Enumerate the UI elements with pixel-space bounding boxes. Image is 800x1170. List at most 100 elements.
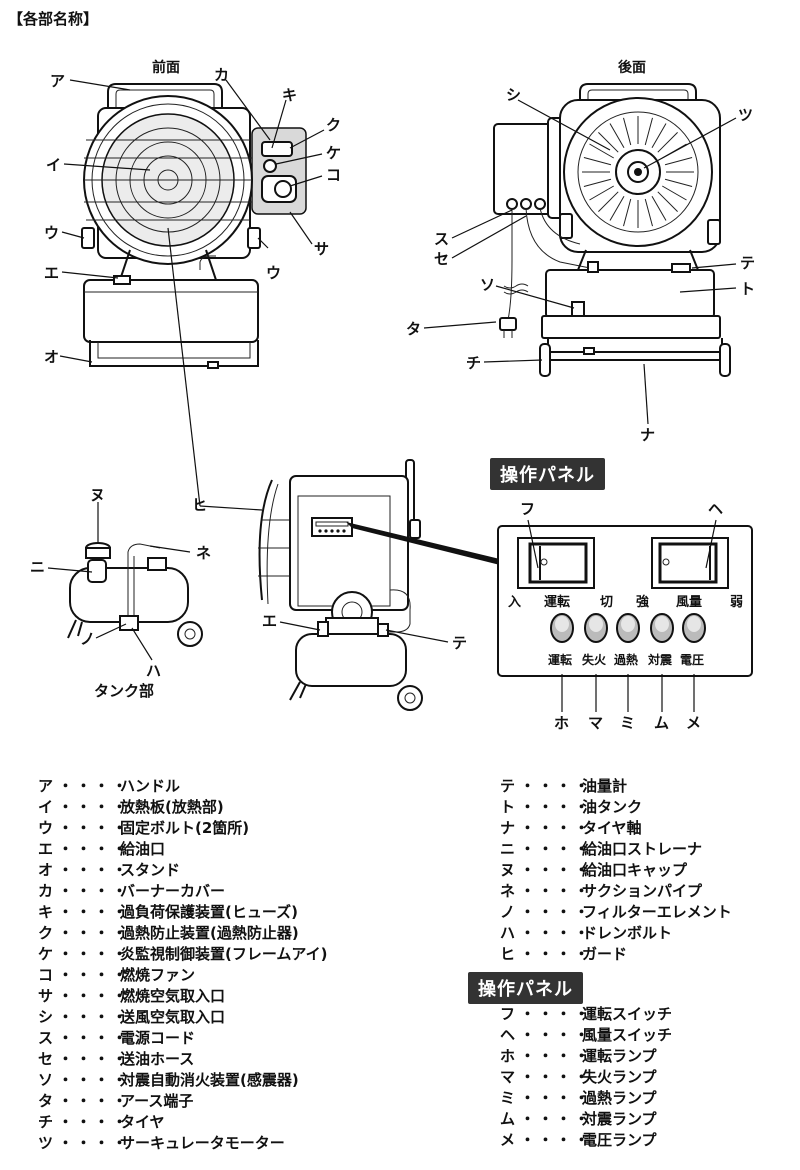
legend-name: 風量スイッチ bbox=[582, 1026, 673, 1044]
callout-i: イ bbox=[46, 156, 61, 174]
legend-item: ク・・・・過熱防止装置(過熱防止器) bbox=[38, 923, 328, 944]
legend-left: ア・・・・ハンドルイ・・・・放熱板(放熱部)ウ・・・・固定ボルト(2箇所)エ・・… bbox=[38, 776, 328, 1154]
legend-key: ト bbox=[500, 798, 516, 816]
legend-name: 対震ランプ bbox=[582, 1110, 657, 1128]
legend-dots: ・・・・ bbox=[520, 1068, 593, 1086]
callout-no: ノ bbox=[80, 630, 95, 648]
legend-dots: ・・・・ bbox=[58, 882, 131, 900]
legend-item: メ・・・・電圧ランプ bbox=[500, 1130, 672, 1151]
legend-name: スタンド bbox=[120, 861, 181, 879]
legend-item: ウ・・・・固定ボルト(2箇所) bbox=[38, 818, 328, 839]
legend-dots: ・・・・ bbox=[58, 861, 131, 879]
legend-dots: ・・・・ bbox=[58, 798, 131, 816]
legend-name: バーナーカバー bbox=[120, 882, 226, 900]
callout-ha: ハ bbox=[146, 662, 161, 680]
panel-labels: 入 運転 切 強 風量 弱 運転 失火 過熱 対震 電圧 bbox=[508, 594, 743, 667]
legend-key: タ bbox=[38, 1092, 54, 1110]
callout-fu: フ bbox=[520, 500, 535, 518]
panel-label-airflow: 風量 bbox=[676, 595, 702, 610]
callout-labels: ア イ ウ ウ エ オ カ キ ク ケ コ サ シ ツ ス セ ソ タ チ テ … bbox=[30, 66, 755, 732]
indicator-lamp-highlight bbox=[687, 616, 701, 632]
legend-dots: ・・・・ bbox=[58, 840, 131, 858]
legend-name: サーキュレータモーター bbox=[120, 1134, 285, 1152]
legend-key: コ bbox=[38, 966, 54, 984]
legend-panel: フ・・・・運転スイッチヘ・・・・風量スイッチホ・・・・運転ランプマ・・・・失火ラ… bbox=[500, 1004, 672, 1151]
parts-diagram: 前面 後面 タンク部 ア イ ウ ウ エ オ カ キ ク ケ コ サ シ ツ ス… bbox=[30, 59, 755, 732]
legend-item: ス・・・・電源コード bbox=[38, 1028, 328, 1049]
callout-shi: シ bbox=[506, 86, 521, 104]
legend-item: ミ・・・・過熱ランプ bbox=[500, 1088, 672, 1109]
page-title: 【各部名称】 bbox=[8, 10, 99, 28]
callout-mu: ム bbox=[654, 714, 669, 732]
callout-ko: コ bbox=[326, 166, 341, 184]
callout-so: ソ bbox=[480, 276, 495, 294]
legend-key: ツ bbox=[38, 1134, 54, 1152]
legend-key: ハ bbox=[500, 924, 516, 942]
callout-ki: キ bbox=[282, 86, 297, 104]
legend-dots: ・・・・ bbox=[58, 1113, 131, 1131]
legend-key: ニ bbox=[500, 840, 516, 858]
legend-dots: ・・・・ bbox=[58, 924, 131, 942]
callout-a: ア bbox=[50, 72, 65, 90]
legend-key: ス bbox=[38, 1029, 54, 1047]
legend-item: マ・・・・失火ランプ bbox=[500, 1067, 672, 1088]
legend-item: ナ・・・・タイヤ軸 bbox=[500, 818, 732, 839]
legend-item: ヘ・・・・風量スイッチ bbox=[500, 1025, 672, 1046]
legend-key: ネ bbox=[500, 882, 516, 900]
legend-key: キ bbox=[38, 903, 54, 921]
legend-name: 運転スイッチ bbox=[582, 1005, 673, 1023]
legend-key: メ bbox=[500, 1131, 516, 1149]
callout-o: オ bbox=[44, 348, 59, 366]
legend-item: ニ・・・・給油口ストレーナ bbox=[500, 839, 732, 860]
legend-item: カ・・・・バーナーカバー bbox=[38, 881, 328, 902]
legend-name: ガード bbox=[582, 945, 628, 963]
indicator-lamp-highlight bbox=[555, 616, 569, 632]
callout-e: エ bbox=[44, 264, 59, 282]
callout-ho: ホ bbox=[554, 714, 569, 732]
callout-chi: チ bbox=[466, 354, 481, 372]
legend-name: 固定ボルト(2箇所) bbox=[120, 819, 250, 837]
legend-dots: ・・・・ bbox=[520, 798, 593, 816]
legend-dots: ・・・・ bbox=[520, 1131, 593, 1149]
legend-dots: ・・・・ bbox=[58, 1050, 131, 1068]
callout-ka: カ bbox=[214, 66, 229, 84]
legend-item: シ・・・・送風空気取入口 bbox=[38, 1007, 328, 1028]
panel-label-strong: 強 bbox=[636, 594, 649, 610]
legend-name: 対震自動消火装置(感震器) bbox=[120, 1071, 299, 1089]
legend-panel-heading: 操作パネル bbox=[468, 972, 583, 1004]
legend-name: 運転ランプ bbox=[582, 1047, 657, 1065]
legend-dots: ・・・・ bbox=[520, 1047, 593, 1065]
indicator-lamp-highlight bbox=[589, 616, 603, 632]
panel-label-off: 切 bbox=[600, 595, 613, 610]
legend-dots: ・・・・ bbox=[520, 1110, 593, 1128]
legend-item: ネ・・・・サクションパイプ bbox=[500, 881, 732, 902]
legend-dots: ・・・・ bbox=[58, 1071, 131, 1089]
legend-item: ア・・・・ハンドル bbox=[38, 776, 328, 797]
indicator-lamp-highlight bbox=[655, 616, 669, 632]
legend-dots: ・・・・ bbox=[58, 777, 131, 795]
legend-dots: ・・・・ bbox=[58, 987, 131, 1005]
lamp-label-misfire: 失火 bbox=[582, 652, 607, 667]
legend-item: テ・・・・油量計 bbox=[500, 776, 732, 797]
panel-label-weak: 弱 bbox=[730, 594, 743, 610]
legend-item: キ・・・・過負荷保護装置(ヒューズ) bbox=[38, 902, 328, 923]
lamp-label-voltage: 電圧 bbox=[680, 653, 704, 667]
callout-mi: ミ bbox=[620, 714, 635, 732]
leader-lines bbox=[47, 79, 737, 712]
callout-ma: マ bbox=[588, 714, 603, 732]
indicator-lamp-highlight bbox=[621, 616, 635, 632]
legend-item: ヌ・・・・給油口キャップ bbox=[500, 860, 732, 881]
callout-nu: ヌ bbox=[90, 486, 105, 504]
legend-name: アース端子 bbox=[120, 1092, 194, 1110]
legend-dots: ・・・・ bbox=[58, 819, 131, 837]
legend-item: ハ・・・・ドレンボルト bbox=[500, 923, 732, 944]
legend-dots: ・・・・ bbox=[58, 1008, 131, 1026]
legend-name: 過熱防止装置(過熱防止器) bbox=[120, 924, 299, 942]
legend-dots: ・・・・ bbox=[58, 945, 131, 963]
callout-e-side: エ bbox=[262, 612, 277, 630]
lamp-label-seismic: 対震 bbox=[647, 652, 673, 667]
legend-item: ム・・・・対震ランプ bbox=[500, 1109, 672, 1130]
legend-name: 電源コード bbox=[120, 1029, 196, 1047]
legend-item: オ・・・・スタンド bbox=[38, 860, 328, 881]
legend-dots: ・・・・ bbox=[520, 861, 593, 879]
